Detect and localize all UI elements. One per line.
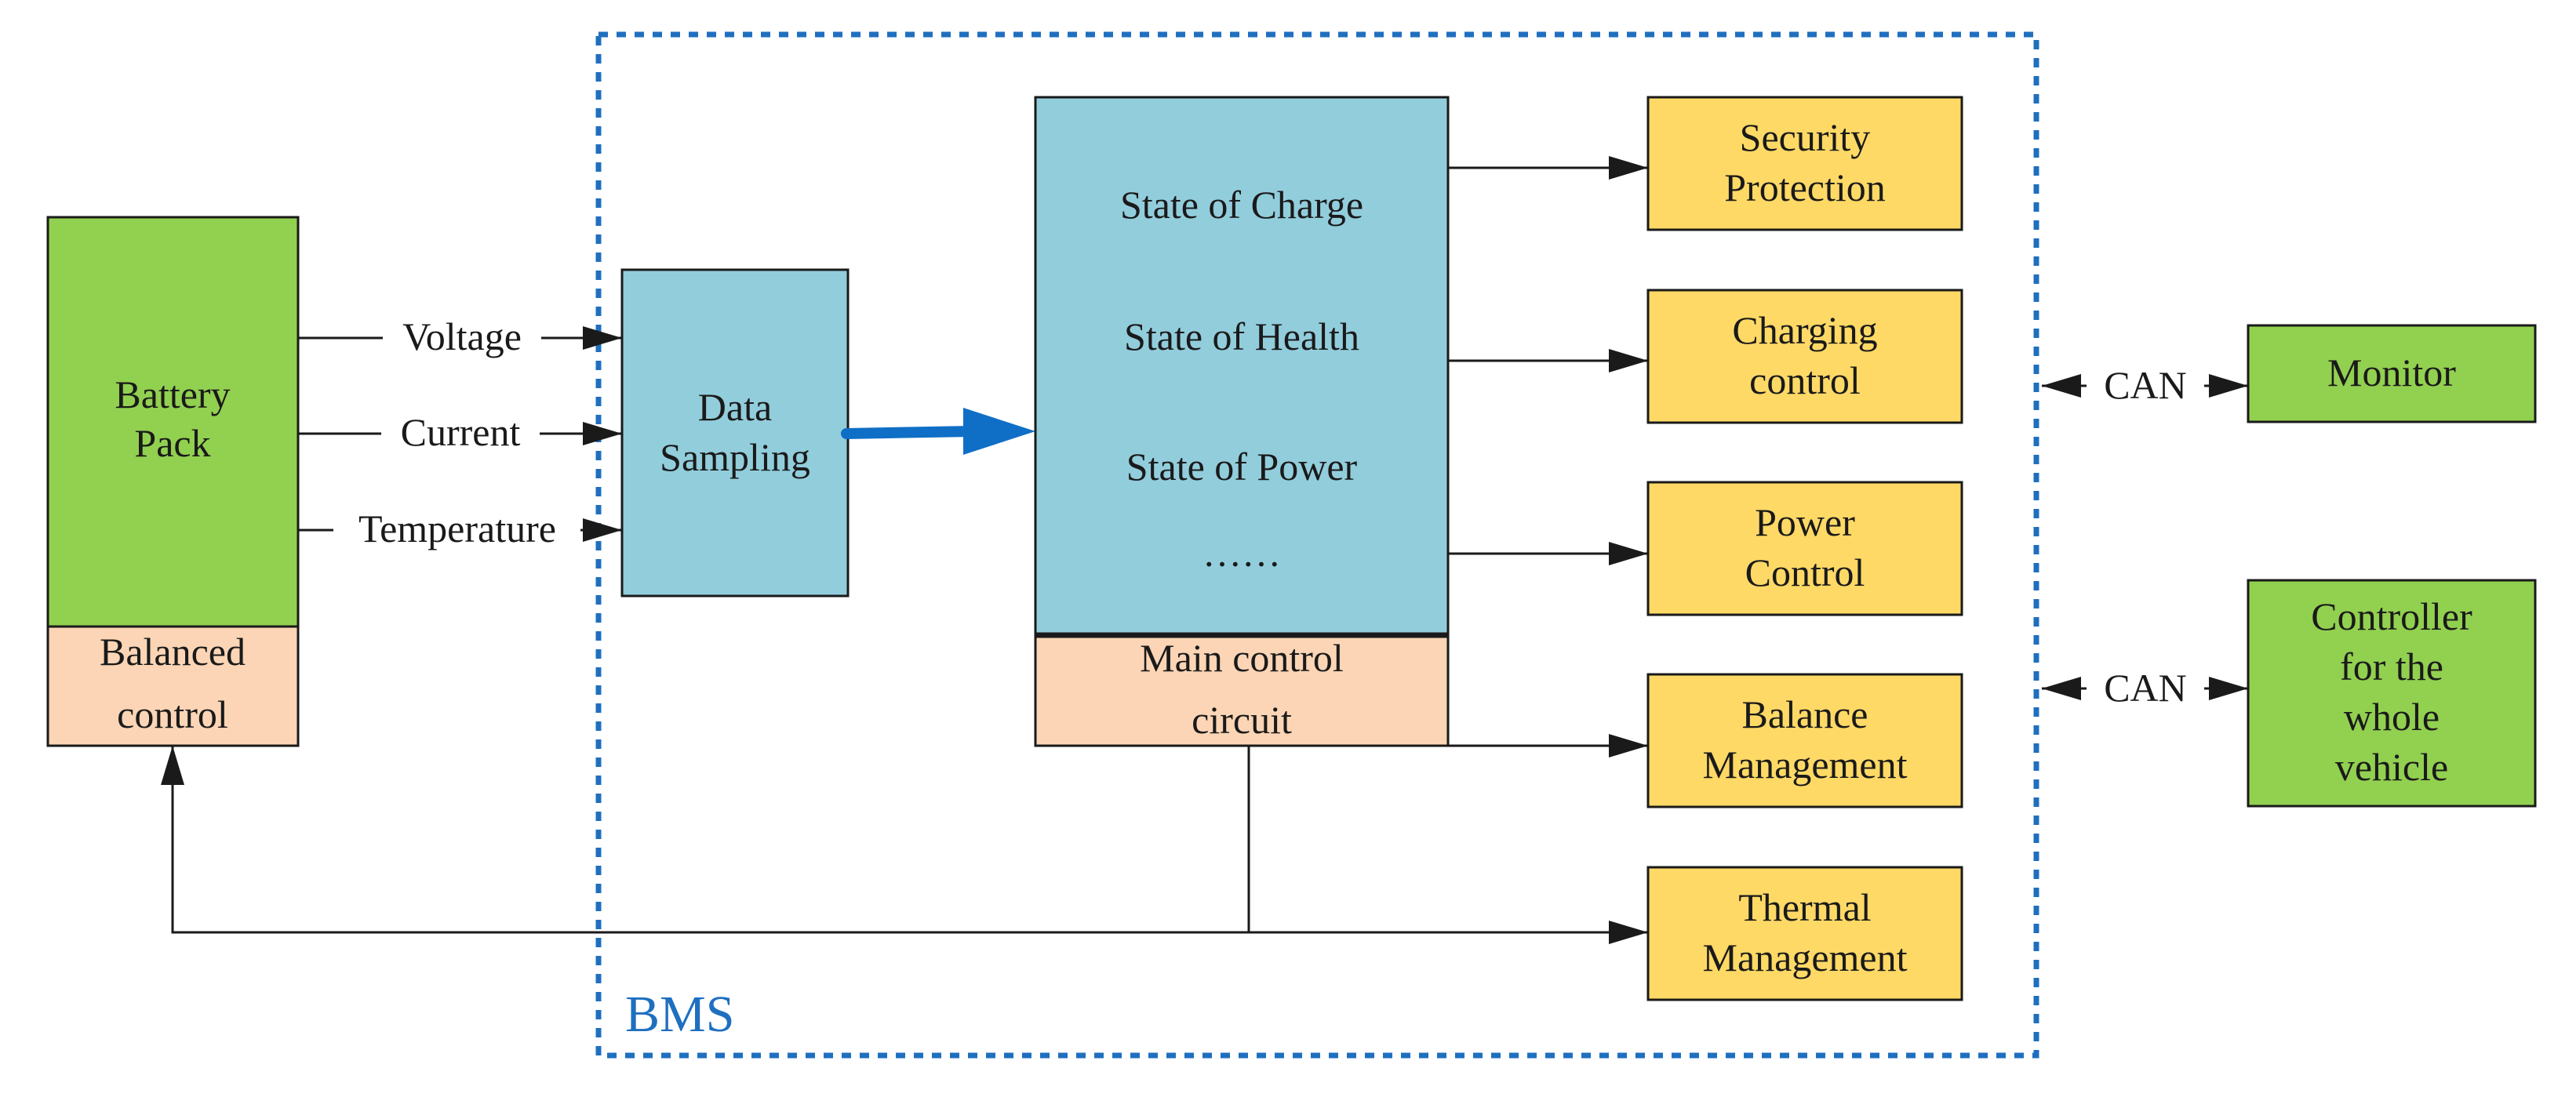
balanced-control-label-2: control [117,692,228,736]
power-control-box [1646,481,1963,616]
voltage-label: Voltage [402,314,522,358]
can-label-monitor: CAN [2104,363,2187,407]
thermal-management-label: Thermal [1738,885,1871,929]
state-of-power-label: State of Power [1126,445,1358,489]
security-protection-label-2: Protection [1724,165,1886,209]
vehicle-controller-label-3: whole [2344,695,2440,739]
vehicle-controller-box [2247,579,2537,808]
vehicle-controller-label: Controller [2311,594,2472,638]
vehicle-controller-label-4: vehicle [2335,745,2448,789]
feedback-to-balanced-control [161,746,1250,934]
charging-control-label: Charging [1732,308,1877,352]
balance-management-label: Balance [1741,692,1868,736]
balanced-control-box [46,625,300,747]
monitor-box [2247,324,2537,423]
monitor-label: Monitor [2327,351,2456,394]
power-control-label: Power [1755,500,1855,544]
main-control-circuit-box [1034,634,1450,747]
can-label-vehicle: CAN [2104,666,2187,710]
main-control-circuit-label-2: circuit [1192,698,1292,742]
state-of-health-label: State of Health [1124,314,1359,358]
state-of-charge-label: State of Charge [1120,183,1363,227]
thermal-management-label-2: Management [1702,935,1907,979]
bms-label: BMS [625,986,734,1043]
more-states-ellipsis: …… [1202,531,1281,575]
data-sampling-label-2: Sampling [660,435,810,479]
balanced-control-label: Balanced [100,630,246,674]
thermal-management-box [1646,866,1963,1001]
charging-control-box [1646,289,1963,424]
data-sampling-label: Data [698,385,772,429]
security-protection-box [1646,96,1963,231]
state-estimation-box [1034,96,1450,637]
charging-control-label-2: control [1749,358,1861,402]
sampling-arrow-head [963,408,1035,455]
main-control-circuit-label: Main control [1140,636,1344,680]
bms-boundary [595,31,2039,1059]
battery-pack-label-2: Pack [134,421,210,465]
vehicle-controller-label-2: for the [2340,645,2443,688]
security-protection-label: Security [1740,115,1871,159]
power-control-label-2: Control [1745,550,1865,594]
balance-management-box [1646,673,1963,808]
sampling-to-states-arrow [841,426,978,439]
data-sampling-box [620,268,850,598]
balance-management-label-2: Management [1702,743,1907,786]
temperature-label: Temperature [358,507,556,550]
battery-pack-label: Battery [115,372,230,416]
current-label: Current [401,410,521,454]
